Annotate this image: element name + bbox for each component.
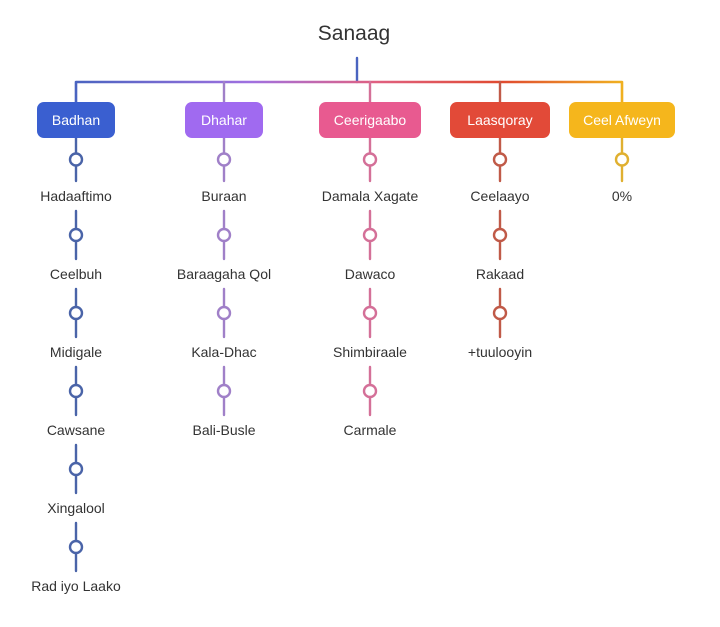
- town-connector-node: [68, 209, 84, 261]
- town-connector-node: [362, 136, 378, 183]
- town-label: Hadaaftimo: [40, 188, 112, 204]
- town-label: Shimbiraale: [333, 344, 407, 360]
- district-box-laasqoray: Laasqoray: [450, 102, 550, 138]
- town-label: Bali-Busle: [192, 422, 256, 438]
- town-connector-node: [362, 365, 378, 417]
- town-connector-node: [68, 136, 84, 183]
- town-label: Xingalool: [47, 500, 105, 516]
- town-label: Rad iyo Laako: [31, 578, 121, 594]
- town-label: Midigale: [49, 344, 103, 360]
- town-label: Rakaad: [475, 266, 525, 282]
- town-connector-node: [492, 287, 508, 339]
- town-label: Dawaco: [344, 266, 396, 282]
- district-box-badhan: Badhan: [37, 102, 115, 138]
- district-box-ceerigaabo: Ceerigaabo: [319, 102, 421, 138]
- town-connector-node: [68, 443, 84, 495]
- town-label: Kala-Dhac: [191, 344, 257, 360]
- branch-bus-line: [74, 80, 624, 102]
- town-label: +tuulooyin: [467, 344, 533, 360]
- district-box-ceel-afweyn: Ceel Afweyn: [569, 102, 675, 138]
- root-title: Sanaag: [317, 22, 391, 45]
- district-box-dhahar: Dhahar: [185, 102, 263, 138]
- town-connector-node: [216, 209, 232, 261]
- town-label: Ceelbuh: [49, 266, 103, 282]
- town-connector-node: [216, 287, 232, 339]
- town-connector-node: [216, 136, 232, 183]
- town-connector-node: [68, 287, 84, 339]
- town-connector-node: [68, 521, 84, 573]
- town-label: Damala Xagate: [321, 188, 419, 204]
- town-connector-node: [68, 365, 84, 417]
- town-connector-node: [492, 209, 508, 261]
- town-label: Carmale: [343, 422, 397, 438]
- town-label: 0%: [611, 188, 633, 204]
- town-connector-node: [614, 136, 630, 183]
- town-connector-node: [492, 136, 508, 183]
- town-label: Baraagaha Qol: [176, 266, 272, 282]
- town-label: Buraan: [201, 188, 247, 204]
- town-connector-node: [362, 209, 378, 261]
- town-label: Cawsane: [46, 422, 106, 438]
- town-label: Ceelaayo: [470, 188, 530, 204]
- town-connector-node: [362, 287, 378, 339]
- town-connector-node: [216, 365, 232, 417]
